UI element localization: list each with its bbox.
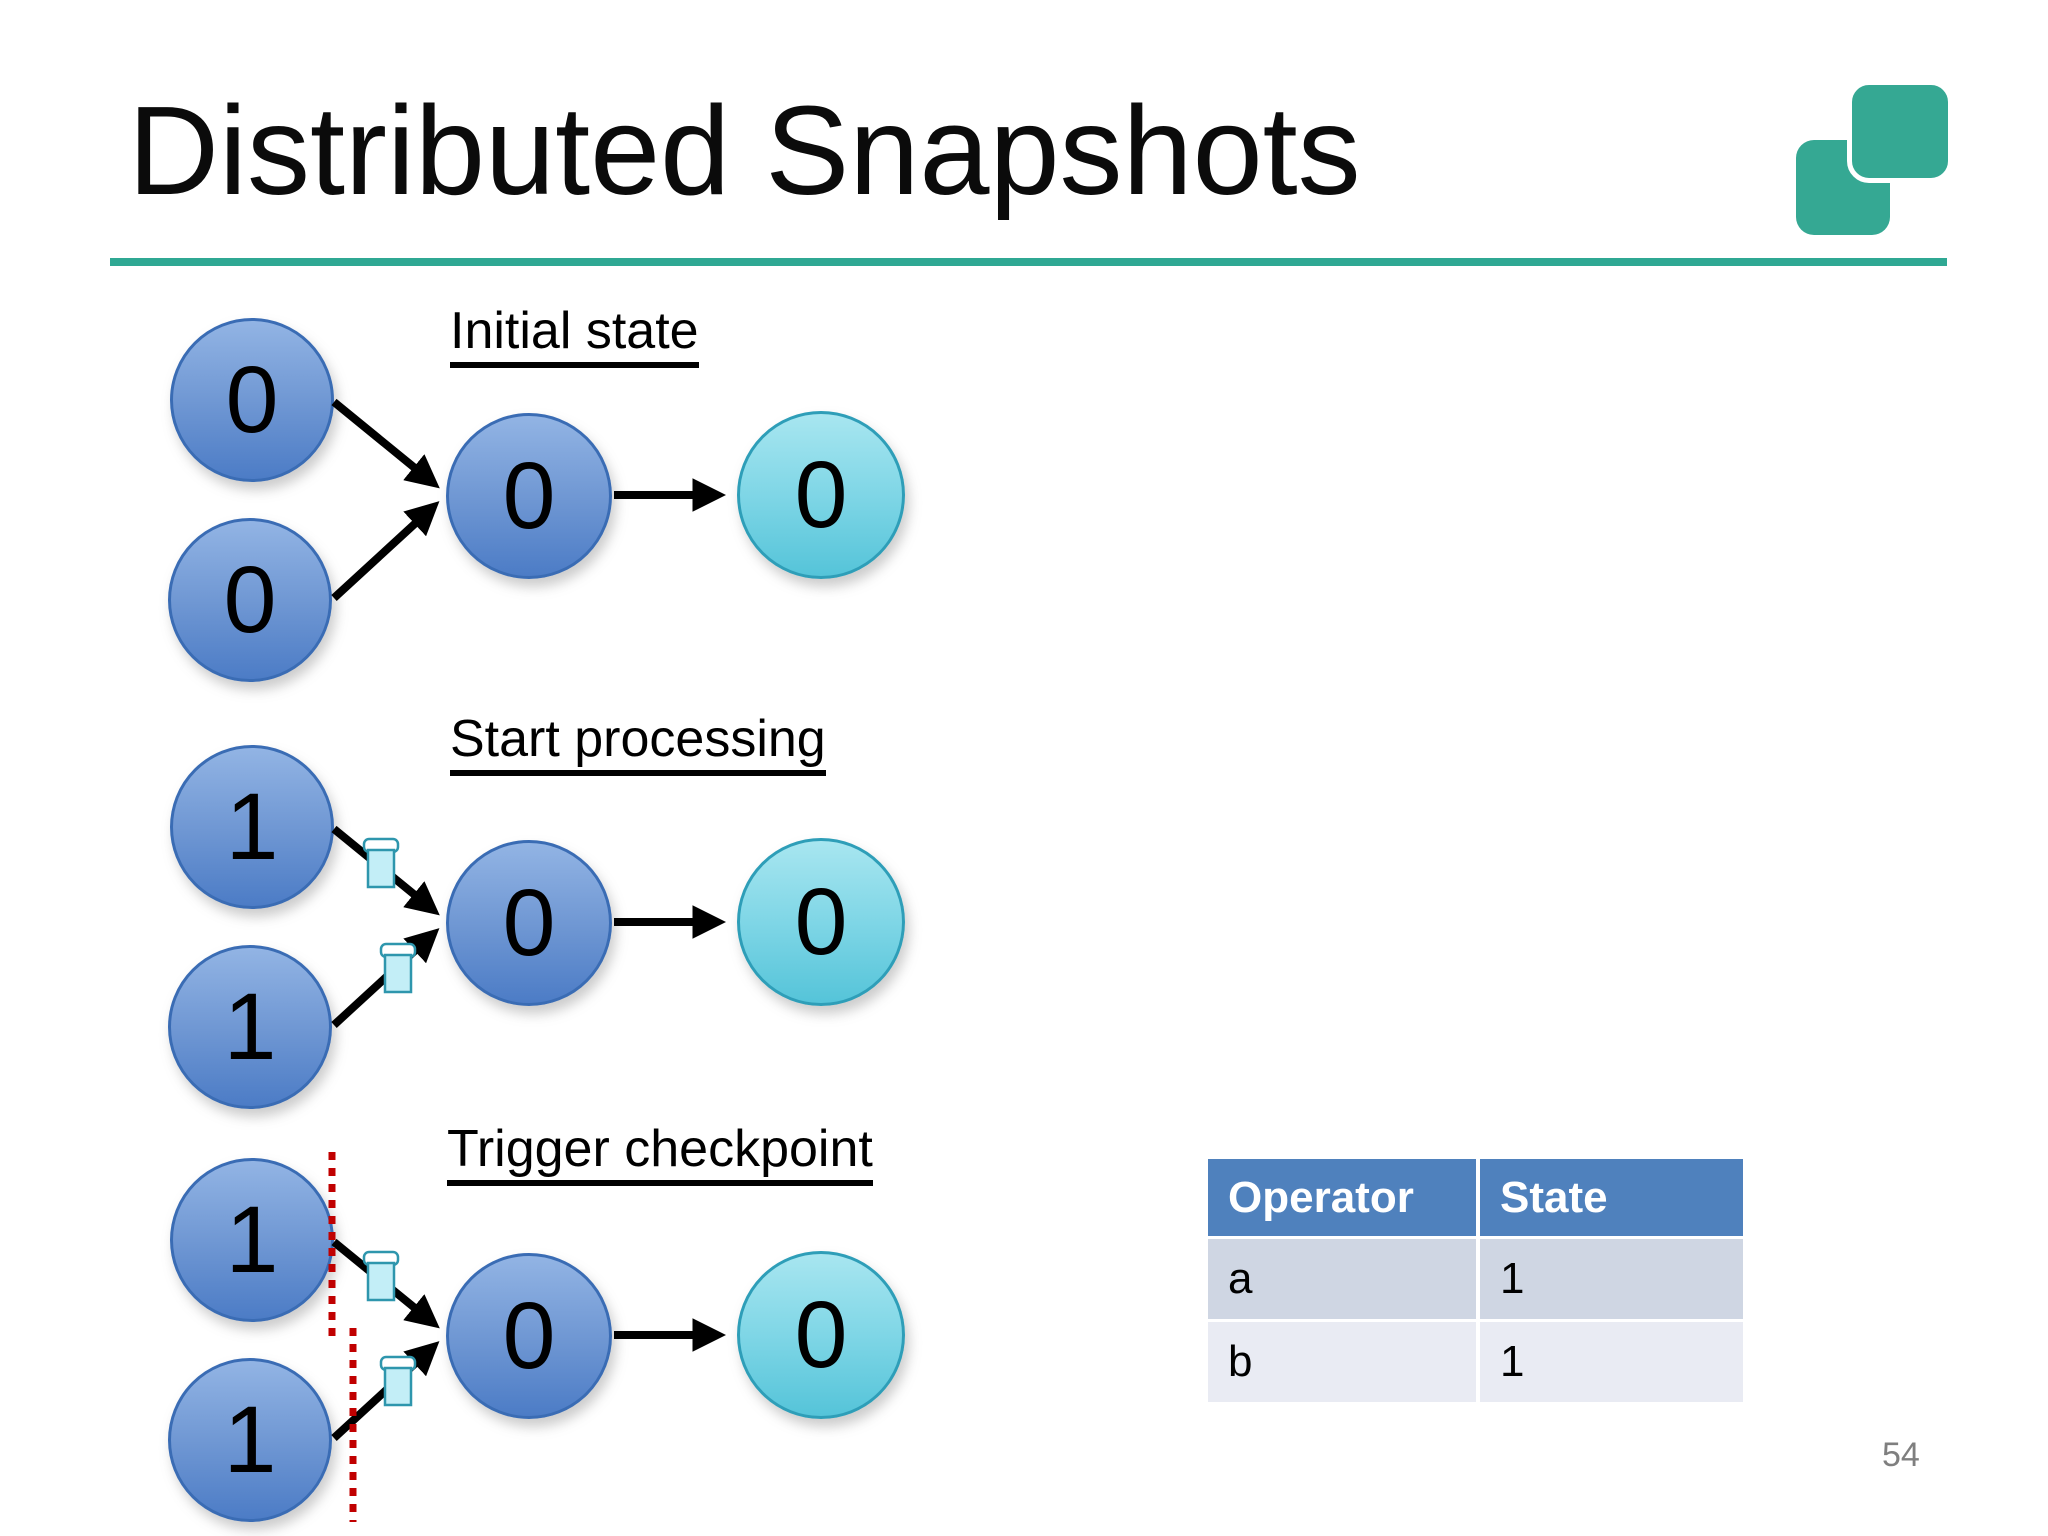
sink-node: 0 (737, 838, 905, 1006)
page-title: Distributed Snapshots (128, 80, 1361, 221)
diagram-start-processing: 1 1 0 0 (150, 727, 970, 1163)
barrier-icon (379, 1355, 417, 1407)
flow-arrow (331, 1341, 440, 1441)
source-node: 1 (170, 745, 334, 909)
table-header-state: State (1480, 1159, 1743, 1236)
source-node: 1 (170, 1158, 334, 1322)
diagram-label-initial-state: Initial state (450, 304, 699, 368)
sink-node-value: 0 (794, 441, 848, 548)
sink-node: 0 (737, 1251, 905, 1419)
operator-node: 0 (446, 413, 612, 579)
diagram-initial-state: 0 0 0 0 (150, 300, 970, 736)
source-node-value: 1 (223, 1386, 277, 1493)
page-number: 54 (1882, 1436, 1920, 1474)
table-cell-operator-b: b (1208, 1322, 1476, 1402)
operator-node-value: 0 (502, 442, 556, 549)
flow-arrow (331, 1238, 440, 1329)
operator-node-value: 0 (502, 869, 556, 976)
sink-node-value: 0 (794, 868, 848, 975)
table-cell-state-a: 1 (1480, 1239, 1743, 1319)
flow-arrow (331, 501, 440, 601)
title-underline-bar (110, 258, 1947, 266)
operator-node: 0 (446, 1253, 612, 1419)
logo-square-front (1847, 80, 1953, 183)
table-cell-state-b: 1 (1480, 1322, 1743, 1402)
source-node-value: 1 (225, 773, 279, 880)
source-node-value: 0 (223, 546, 277, 653)
flow-arrow (331, 825, 440, 916)
state-table: Operator State a 1 b 1 (1208, 1159, 1743, 1402)
barrier-icon (362, 837, 400, 889)
source-node: 0 (170, 318, 334, 482)
barrier-icon (379, 942, 417, 994)
source-node-value: 1 (223, 973, 277, 1080)
flow-arrow (331, 398, 440, 489)
operator-node: 0 (446, 840, 612, 1006)
source-node: 1 (168, 945, 332, 1109)
sink-node-value: 0 (794, 1281, 848, 1388)
source-node: 1 (168, 1358, 332, 1522)
table-header-operator: Operator (1208, 1159, 1476, 1236)
barrier-icon (362, 1250, 400, 1302)
operator-node-value: 0 (502, 1282, 556, 1389)
flow-arrow (331, 928, 440, 1028)
diagram-label-start-processing: Start processing (450, 712, 826, 776)
source-node-value: 1 (225, 1186, 279, 1293)
table-cell-operator-a: a (1208, 1239, 1476, 1319)
diagram-label-trigger-checkpoint: Trigger checkpoint (447, 1122, 873, 1186)
source-node-value: 0 (225, 346, 279, 453)
source-node: 0 (168, 518, 332, 682)
diagram-trigger-checkpoint: 1 1 0 0 (150, 1140, 970, 1536)
sink-node: 0 (737, 411, 905, 579)
